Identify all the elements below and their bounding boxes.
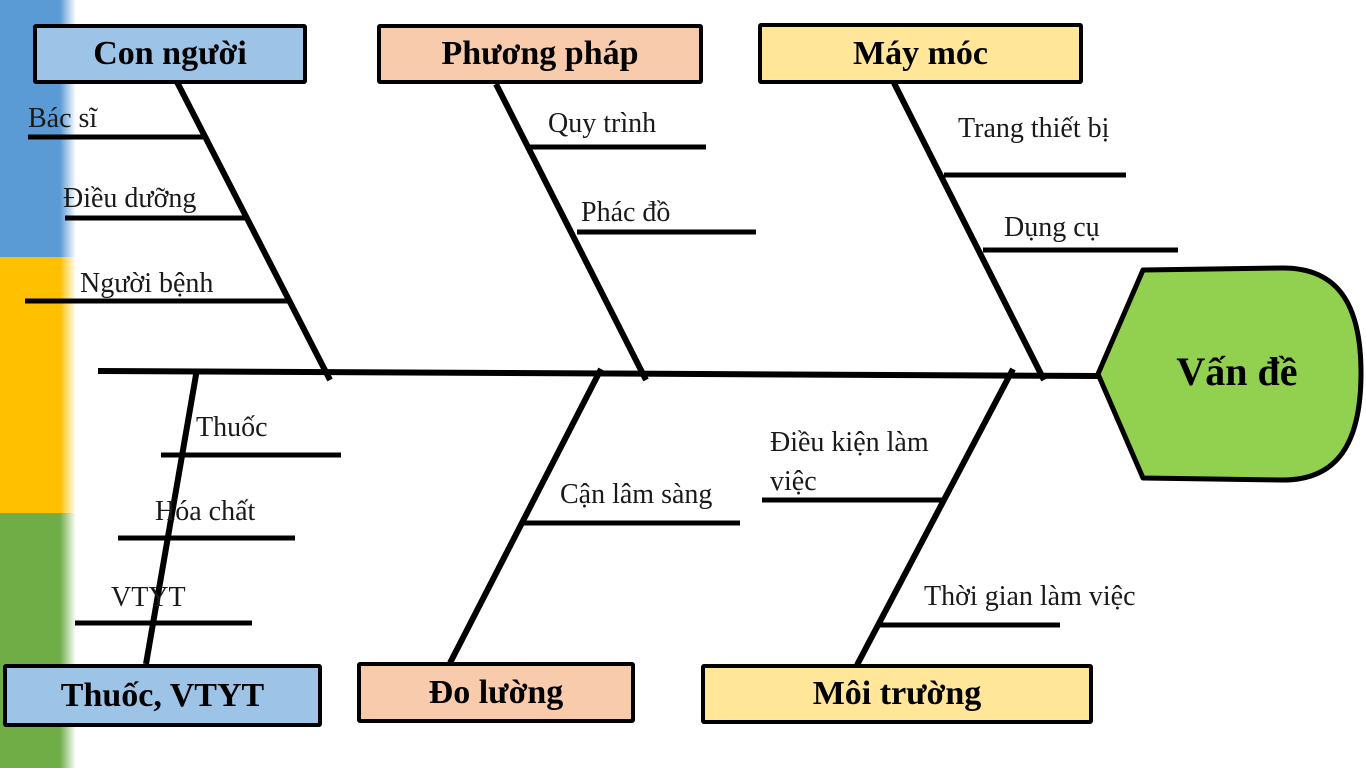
cause-label-thuoc: Thuốc	[196, 412, 268, 443]
bone-phuong-phap	[493, 82, 649, 382]
cause-label-quy-trinh: Quy trình	[548, 108, 657, 139]
cause-label-bac-si: Bác sĩ	[28, 103, 98, 134]
cause-label-dieu-kien-lam-viec: Điều kiện làm việc	[770, 427, 929, 498]
bone-con-nguoi	[174, 80, 333, 382]
bone-thuoc-vtyt	[143, 368, 200, 665]
category-box-moi-truong: Môi trường	[701, 664, 1093, 724]
category-box-do-luong: Đo lường	[357, 662, 635, 723]
problem-head-shape	[1095, 265, 1364, 483]
cause-label-dung-cu: Dụng cụ	[1004, 212, 1100, 243]
cause-label-thoi-gian-lam-viec: Thời gian làm việc	[924, 581, 1136, 612]
cause-label-vtyt: VTYT	[111, 582, 186, 613]
cause-label-nguoi-benh: Người bệnh	[80, 268, 214, 299]
cause-label-phac-do: Phác đồ	[581, 197, 671, 228]
problem-head-label: Vấn đề	[1176, 349, 1298, 394]
cause-label-can-lam-sang: Cận lâm sàng	[560, 479, 713, 510]
bone-may-moc	[891, 81, 1047, 382]
category-box-con-nguoi: Con người	[33, 24, 307, 84]
category-box-thuoc-vtyt: Thuốc, VTYT	[3, 664, 322, 727]
cause-label-dieu-duong: Điều dưỡng	[63, 183, 197, 214]
bone-do-luong	[447, 367, 604, 665]
category-box-may-moc: Máy móc	[758, 23, 1083, 84]
category-box-phuong-phap: Phương pháp	[377, 24, 703, 84]
cause-label-hoa-chat: Hóa chất	[155, 496, 256, 527]
bone-moi-truong	[854, 367, 1016, 667]
cause-label-trang-thiet-bi: Trang thiết bị	[958, 113, 1110, 144]
